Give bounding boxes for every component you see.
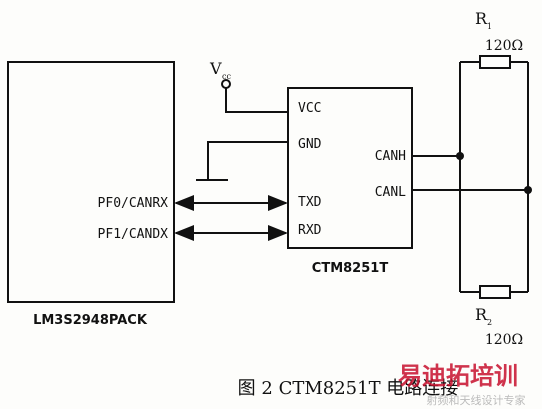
pin-canh: CANH [375, 149, 406, 164]
watermark-tagline: 射频和天线设计专家 [427, 393, 526, 407]
ground-symbol [196, 141, 288, 181]
watermark-brand: 易迪拓培训 [398, 362, 518, 390]
junction-dot [456, 152, 464, 160]
mcu-pin-pf1: PF1/CANDX [98, 227, 169, 242]
r2-subscript: 2 [487, 318, 492, 327]
can-bus [412, 61, 532, 293]
r1-subscript: 1 [487, 22, 492, 31]
figure-caption: 图 2 CTM8251T 电路连接 [238, 378, 459, 399]
signal-lines [174, 195, 288, 241]
r1-value: 120Ω [485, 38, 523, 54]
mcu-pin-pf0: PF0/CANRX [98, 196, 169, 211]
pin-gnd: GND [298, 137, 322, 152]
pin-txd: TXD [298, 195, 322, 210]
r2-value: 120Ω [485, 332, 523, 348]
transceiver-block: VCC GND TXD RXD CANH CANL CTM8251T [287, 87, 413, 276]
pin-rxd: RXD [298, 223, 322, 238]
r1-ref: R [475, 9, 488, 28]
pin-canl: CANL [375, 185, 406, 200]
junction-dot [524, 186, 532, 194]
resistor-r2: R 2 120Ω [475, 285, 523, 348]
vcc-label: V [209, 59, 222, 78]
r2-ref: R [475, 305, 488, 324]
pin-vcc: VCC [298, 101, 321, 116]
vcc-supply: V cc [209, 59, 288, 113]
vcc-subscript: cc [222, 72, 231, 81]
resistor-r1: R 1 120Ω [475, 9, 523, 69]
watermark: 易迪拓培训 射频和天线设计专家 [398, 362, 526, 407]
mcu-name: LM3S2948PACK [33, 313, 148, 328]
mcu-block: PF0/CANRX PF1/CANDX LM3S2948PACK [7, 61, 175, 328]
transceiver-name: CTM8251T [312, 261, 389, 276]
